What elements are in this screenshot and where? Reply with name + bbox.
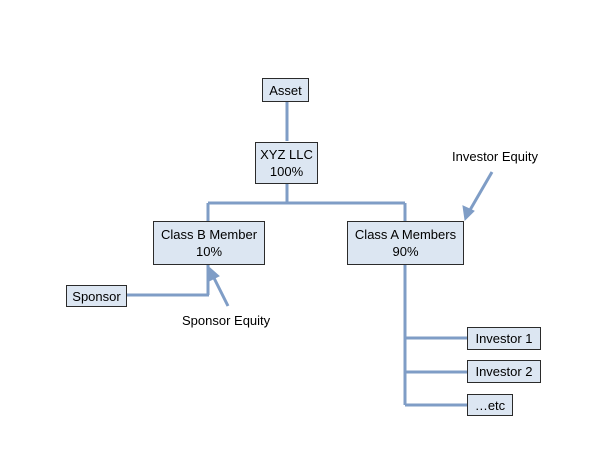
investor-2-label: Investor 2 — [475, 364, 533, 379]
investor-1-node: Investor 1 — [467, 327, 541, 350]
class-b-member-label: Class B Member — [160, 227, 258, 242]
xyz-llc-label: XYZ LLC — [260, 147, 313, 162]
asset-label: Asset — [269, 82, 302, 98]
investor-2-node: Investor 2 — [467, 360, 541, 383]
sponsor-equity-arrowhead — [208, 266, 220, 282]
class-a-members-label: Class A Members — [354, 227, 457, 242]
class-a-members-node: Class A Members 90% — [347, 221, 464, 265]
sponsor-equity-annotation: Sponsor Equity — [182, 313, 271, 328]
class-b-member-node: Class B Member 10% — [153, 221, 265, 265]
xyz-llc-node: XYZ LLC 100% — [255, 142, 318, 184]
sponsor-label: Sponsor — [72, 288, 121, 304]
sponsor-equity-arrow-line — [212, 277, 230, 307]
asset-node: Asset — [262, 78, 309, 102]
etc-node: …etc — [467, 394, 513, 416]
etc-label: …etc — [474, 397, 506, 413]
class-a-members-value: 90% — [392, 244, 419, 259]
investor-equity-arrow-line — [468, 171, 494, 211]
investor-equity-annotation: Investor Equity — [452, 149, 538, 164]
sponsor-node: Sponsor — [66, 285, 127, 307]
investor-equity-arrowhead — [462, 205, 475, 222]
class-b-member-value: 10% — [195, 244, 223, 259]
investor-1-label: Investor 1 — [475, 331, 533, 346]
xyz-llc-value: 100% — [269, 164, 304, 179]
